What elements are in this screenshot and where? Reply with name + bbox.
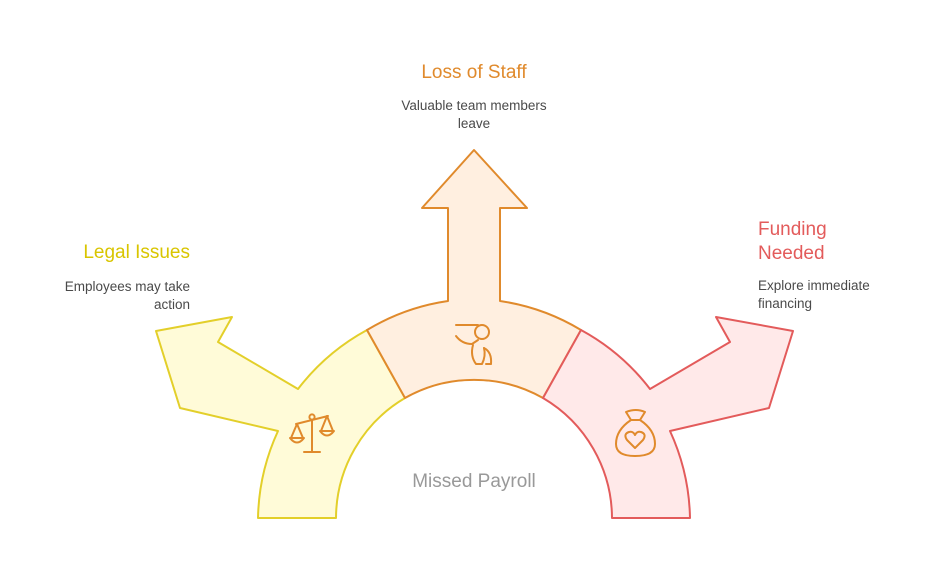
funding-needed-description: Explore immediate financing bbox=[758, 278, 870, 311]
money-bag-heart-icon bbox=[615, 409, 656, 457]
leaving-person-icon bbox=[455, 324, 493, 365]
legal-issues-title: Legal Issues bbox=[83, 242, 190, 263]
center-label: Missed Payroll bbox=[412, 471, 536, 492]
scales-icon bbox=[289, 413, 335, 453]
legal-issues-description: Employees may take action bbox=[64, 279, 190, 312]
funding-needed-title: Funding Needed bbox=[758, 219, 827, 264]
staff-segment bbox=[366, 149, 582, 399]
legal-segment bbox=[155, 316, 406, 519]
loss-of-staff-description: Valuable team members leave bbox=[401, 98, 547, 131]
loss-of-staff-title: Loss of Staff bbox=[421, 62, 527, 83]
funding-segment bbox=[542, 316, 794, 519]
